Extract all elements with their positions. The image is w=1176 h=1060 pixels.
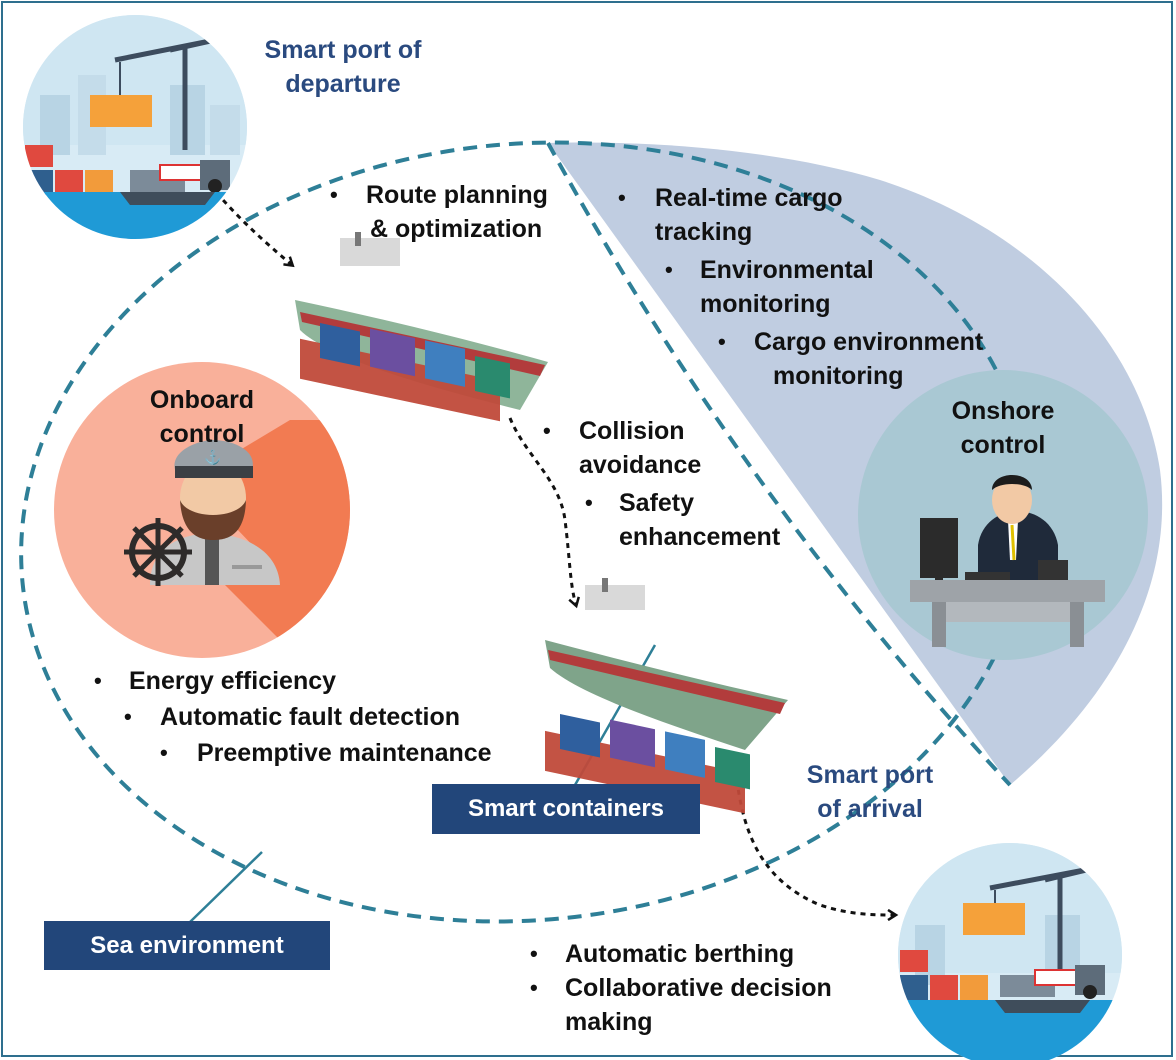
route-planning-item: • Route planning — [330, 178, 548, 212]
onboard-control-label: Onboard control — [117, 383, 287, 451]
bullet-icon: • — [94, 668, 102, 693]
container-ship-bottom — [545, 578, 788, 814]
collision-avoidance-line-1: Collision — [579, 417, 685, 445]
bullet-icon: • — [160, 740, 168, 765]
efficiency-item: • Preemptive maintenance — [160, 736, 492, 770]
bullet-icon: • — [718, 329, 726, 354]
berthing-continuation: making — [530, 1005, 832, 1039]
onshore-control-label: Onshore control — [918, 394, 1088, 462]
arrival-port-title-line-1: Smart port — [806, 761, 934, 789]
onshore-control-circle — [858, 370, 1148, 660]
safety-enhancement-line-2: enhancement — [619, 523, 781, 551]
container-ship-top — [295, 232, 548, 422]
collaborative-decision-line-2: making — [565, 1008, 653, 1036]
onboard-control-circle: ⚓ — [54, 362, 350, 658]
departure-port-title: Smart port of departure — [228, 33, 458, 101]
cargo-environment-line-2: monitoring — [773, 362, 904, 390]
collision-avoidance-continuation: avoidance — [543, 448, 701, 482]
cargo-tracking-item: • Real-time cargo — [618, 181, 843, 215]
cargo-environment-item: • Cargo environment — [718, 325, 983, 359]
bullet-icon: • — [585, 490, 593, 515]
fault-detection-text: Automatic fault detection — [160, 703, 461, 731]
environmental-monitoring-list: • Environmental monitoring — [665, 253, 874, 321]
collaborative-decision-line-1: Collaborative decision — [565, 974, 832, 1002]
cargo-tracking-line-2: tracking — [655, 218, 753, 246]
arrival-port-illustration — [898, 843, 1122, 1060]
route-planning-list: • Route planning & optimization — [330, 178, 548, 246]
efficiency-item: • Energy efficiency — [94, 664, 492, 698]
cargo-tracking-continuation: tracking — [618, 215, 843, 249]
svg-text:⚓: ⚓ — [204, 449, 221, 466]
efficiency-item: • Automatic fault detection — [124, 700, 492, 734]
departure-port-title-line-1: Smart port of — [264, 36, 422, 64]
collision-avoidance-list: • Collision avoidance — [543, 414, 701, 482]
route-planning-line-1: Route planning — [366, 181, 548, 209]
region-divider-line — [546, 142, 1012, 787]
arrival-port-title: Smart port of arrival — [780, 758, 960, 826]
sea-environment-box: Sea environment — [44, 921, 330, 970]
bullet-icon: • — [530, 941, 538, 966]
environmental-monitoring-line-2: monitoring — [700, 290, 831, 318]
environmental-monitoring-line-1: Environmental — [700, 256, 874, 284]
bullet-icon: • — [530, 975, 538, 1000]
cargo-environment-continuation: monitoring — [718, 359, 983, 393]
environmental-monitoring-continuation: monitoring — [665, 287, 874, 321]
safety-enhancement-list: • Safety enhancement — [585, 486, 780, 554]
bullet-icon: • — [665, 257, 673, 282]
onboard-control-line-1: Onboard — [149, 386, 255, 414]
safety-enhancement-item: • Safety — [585, 486, 780, 520]
bullet-icon: • — [618, 185, 626, 210]
smart-containers-box: Smart containers — [432, 784, 700, 834]
safety-enhancement-continuation: enhancement — [585, 520, 780, 554]
cargo-tracking-list: • Real-time cargo tracking — [618, 181, 843, 249]
ship-wheel-icon — [124, 518, 192, 586]
onboard-control-line-2: control — [159, 420, 245, 448]
route-planning-line-2: & optimization — [370, 215, 543, 243]
onshore-control-line-1: Onshore — [951, 397, 1055, 425]
sea-environment-connector — [189, 851, 263, 923]
environmental-monitoring-item: • Environmental — [665, 253, 874, 287]
collision-avoidance-line-2: avoidance — [579, 451, 702, 479]
bullet-icon: • — [124, 704, 132, 729]
collision-avoidance-item: • Collision — [543, 414, 701, 448]
efficiency-list: • Energy efficiency • Automatic fault de… — [94, 664, 492, 770]
arrival-port-title-line-2: of arrival — [817, 795, 923, 823]
route-planning-continuation: & optimization — [330, 212, 548, 246]
cargo-tracking-line-1: Real-time cargo — [655, 184, 843, 212]
berthing-list: • Automatic berthing • Collaborative dec… — [530, 937, 832, 1039]
berthing-item: • Collaborative decision — [530, 971, 832, 1005]
cargo-environment-line-1: Cargo environment — [754, 328, 984, 356]
cargo-environment-list: • Cargo environment monitoring — [718, 325, 983, 393]
departure-port-illustration — [23, 15, 247, 239]
safety-enhancement-line-1: Safety — [619, 489, 695, 517]
departure-port-title-line-2: departure — [285, 70, 401, 98]
onshore-control-line-2: control — [960, 431, 1046, 459]
preemptive-maintenance-text: Preemptive maintenance — [197, 739, 492, 767]
bullet-icon: • — [330, 182, 338, 207]
berthing-item: • Automatic berthing — [530, 937, 832, 971]
automatic-berthing-text: Automatic berthing — [565, 940, 795, 968]
route-arrow-middle — [508, 417, 576, 605]
energy-efficiency-text: Energy efficiency — [129, 667, 337, 695]
bullet-icon: • — [543, 418, 551, 443]
